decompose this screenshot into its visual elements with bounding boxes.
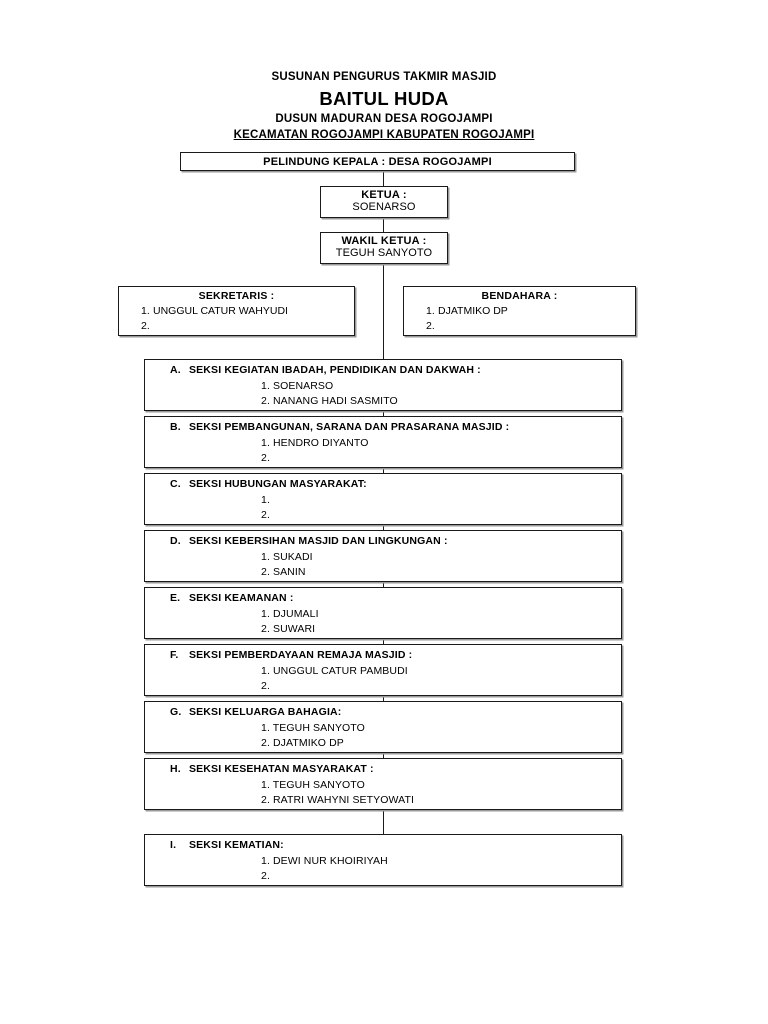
list-item: 2. [261, 451, 270, 464]
sekretaris-member-1-num: 1. [141, 305, 150, 317]
connector-pelindung-ketua [382, 171, 385, 186]
section-e-heading: E. SEKSI KEAMANAN : [145, 591, 621, 607]
section-box-f: F. SEKSI PEMBERDAYAAN REMAJA MASJID : 1.… [144, 644, 622, 696]
sekretaris-title: SEKRETARIS : [198, 290, 275, 302]
list-item: 1. HENDRO DIYANTO [261, 436, 369, 449]
wakil-ketua-box: WAKIL KETUA : TEGUH SANYOTO [320, 232, 448, 264]
section-a-member-list: 1. SOENARSO 2. NANANG HADI SASMITO [145, 379, 621, 409]
section-e-member-list: 1. DJUMALI 2. SUWARI [145, 607, 621, 637]
section-f-title: SEKSI PEMBERDAYAAN REMAJA MASJID : [189, 649, 413, 661]
wakil-ketua-name: TEGUH SANYOTO [335, 247, 433, 259]
bendahara-member-2-num: 2. [426, 319, 435, 332]
ketua-name: SOENARSO [352, 201, 416, 213]
section-a-letter: A. [170, 364, 181, 376]
list-item: 2. RATRI WAHYNI SETYOWATI [261, 793, 415, 806]
section-d-member-list: 1. SUKADI 2. SANIN [145, 550, 621, 580]
list-item: 2. DJATMIKO DP [261, 736, 344, 749]
list-item: 1. SUKADI [261, 550, 313, 563]
sekretaris-member-2-num: 2. [141, 319, 150, 332]
section-g-member-list: 1. TEGUH SANYOTO 2. DJATMIKO DP [145, 721, 621, 751]
document-header: SUSUNAN PENGURUS TAKMIR MASJID BAITUL HU… [0, 70, 768, 143]
list-item: 2. [261, 508, 270, 521]
sekretaris-member-1-name: UNGGUL CATUR WAHYUDI [153, 305, 288, 317]
section-b-letter: B. [170, 421, 181, 433]
section-c-title: SEKSI HUBUNGAN MASYARAKAT: [189, 478, 367, 490]
section-i-heading: I. SEKSI KEMATIAN: [145, 838, 621, 854]
section-c-heading: C. SEKSI HUBUNGAN MASYARAKAT: [145, 477, 621, 493]
section-e-letter: E. [170, 592, 181, 604]
list-item: 1. DJUMALI [261, 607, 319, 620]
header-line-4: KECAMATAN ROGOJAMPI KABUPATEN ROGOJAMPI [233, 129, 535, 142]
section-g-letter: G. [170, 706, 182, 718]
list-item: 1. TEGUH SANYOTO [261, 778, 365, 791]
section-box-h: H. SEKSI KESEHATAN MASYARAKAT : 1. TEGUH… [144, 758, 622, 810]
section-f-heading: F. SEKSI PEMBERDAYAAN REMAJA MASJID : [145, 648, 621, 664]
section-h-title: SEKSI KESEHATAN MASYARAKAT : [189, 763, 374, 775]
section-box-b: B. SEKSI PEMBANGUNAN, SARANA DAN PRASARA… [144, 416, 622, 468]
bendahara-title: BENDAHARA : [481, 290, 558, 302]
section-box-i: I. SEKSI KEMATIAN: 1. DEWI NUR KHOIRIYAH… [144, 834, 622, 886]
section-h-heading: H. SEKSI KESEHATAN MASYARAKAT : [145, 762, 621, 778]
section-a-heading: A. SEKSI KEGIATAN IBADAH, PENDIDIKAN DAN… [145, 363, 621, 379]
list-item: 2. [404, 319, 635, 334]
bendahara-member-list: 1. DJATMIKO DP 2. [404, 304, 635, 334]
section-box-a: A. SEKSI KEGIATAN IBADAH, PENDIDIKAN DAN… [144, 359, 622, 411]
section-box-g: G. SEKSI KELUARGA BAHAGIA: 1. TEGUH SANY… [144, 701, 622, 753]
header-title: BAITUL HUDA [319, 87, 449, 109]
section-b-member-list: 1. HENDRO DIYANTO 2. [145, 436, 621, 466]
list-item: 2. SANIN [261, 565, 306, 578]
connector-ketua-wakil [382, 218, 385, 232]
list-item: 1. DEWI NUR KHOIRIYAH [261, 854, 388, 867]
pelindung-title: PELINDUNG KEPALA : DESA ROGOJAMPI [263, 155, 492, 168]
list-item: 1. SOENARSO [261, 379, 334, 392]
section-b-title: SEKSI PEMBANGUNAN, SARANA DAN PRASARANA … [189, 421, 510, 433]
section-h-member-list: 1. TEGUH SANYOTO 2. RATRI WAHYNI SETYOWA… [145, 778, 621, 808]
section-e-title: SEKSI KEAMANAN : [189, 592, 294, 604]
section-i-letter: I. [170, 839, 177, 851]
section-g-title: SEKSI KELUARGA BAHAGIA: [189, 706, 342, 718]
header-line-1: SUSUNAN PENGURUS TAKMIR MASJID [271, 71, 497, 83]
section-h-letter: H. [170, 763, 181, 775]
sekretaris-box: SEKRETARIS : 1. UNGGUL CATUR WAHYUDI 2. [118, 286, 355, 336]
list-item: 2. [119, 319, 354, 334]
bendahara-box: BENDAHARA : 1. DJATMIKO DP 2. [403, 286, 636, 336]
section-g-heading: G. SEKSI KELUARGA BAHAGIA: [145, 705, 621, 721]
section-a-title: SEKSI KEGIATAN IBADAH, PENDIDIKAN DAN DA… [189, 364, 481, 376]
list-item: 1. TEGUH SANYOTO [261, 721, 365, 734]
connector-h-i [382, 810, 385, 834]
list-item: 1. UNGGUL CATUR WAHYUDI [119, 304, 354, 319]
section-i-title: SEKSI KEMATIAN: [189, 839, 284, 851]
section-box-e: E. SEKSI KEAMANAN : 1. DJUMALI 2. SUWARI [144, 587, 622, 639]
section-d-heading: D. SEKSI KEBERSIHAN MASJID DAN LINGKUNGA… [145, 534, 621, 550]
section-box-d: D. SEKSI KEBERSIHAN MASJID DAN LINGKUNGA… [144, 530, 622, 582]
list-item: 2. SUWARI [261, 622, 316, 635]
list-item: 1. UNGGUL CATUR PAMBUDI [261, 664, 408, 677]
section-c-letter: C. [170, 478, 181, 490]
bendahara-member-1-num: 1. [426, 305, 435, 317]
ketua-title: KETUA : [361, 189, 407, 201]
section-d-title: SEKSI KEBERSIHAN MASJID DAN LINGKUNGAN : [189, 535, 448, 547]
list-item: 2. [261, 679, 270, 692]
section-f-member-list: 1. UNGGUL CATUR PAMBUDI 2. [145, 664, 621, 694]
wakil-ketua-title: WAKIL KETUA : [341, 235, 427, 247]
section-box-c: C. SEKSI HUBUNGAN MASYARAKAT: 1. 2. [144, 473, 622, 525]
section-d-letter: D. [170, 535, 181, 547]
section-b-heading: B. SEKSI PEMBANGUNAN, SARANA DAN PRASARA… [145, 420, 621, 436]
header-line-3: DUSUN MADURAN DESA ROGOJAMPI [275, 113, 493, 126]
bendahara-member-1-name: DJATMIKO DP [438, 305, 508, 317]
list-item: 2. [261, 869, 270, 882]
sekretaris-member-list: 1. UNGGUL CATUR WAHYUDI 2. [119, 304, 354, 334]
pelindung-box: PELINDUNG KEPALA : DESA ROGOJAMPI [180, 152, 575, 171]
connector-wakil-down [382, 264, 385, 359]
list-item: 2. NANANG HADI SASMITO [261, 394, 398, 407]
list-item: 1. [261, 493, 270, 506]
list-item: 1. DJATMIKO DP [404, 304, 635, 319]
section-i-member-list: 1. DEWI NUR KHOIRIYAH 2. [145, 854, 621, 884]
section-f-letter: F. [170, 649, 179, 661]
section-c-member-list: 1. 2. [145, 493, 621, 523]
ketua-box: KETUA : SOENARSO [320, 186, 448, 218]
